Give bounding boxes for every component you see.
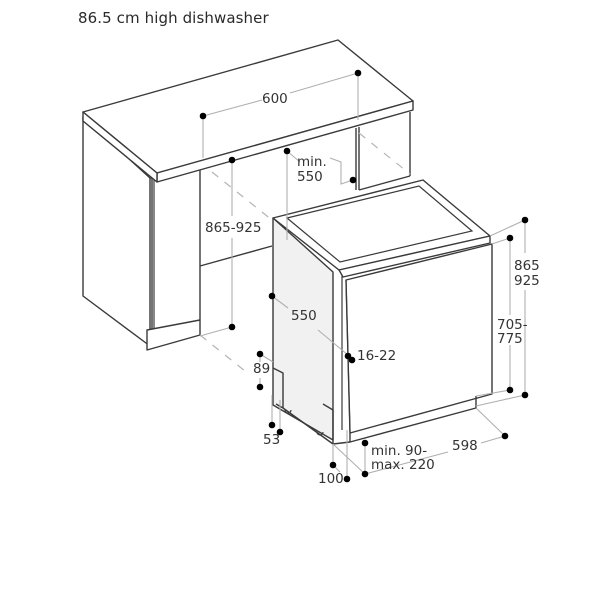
dimension-labels: 600 min. 550 865-925 865 925 705- 775 55… <box>205 91 540 487</box>
dimension-lines <box>199 72 526 479</box>
kitchen-cabinet <box>82 39 414 351</box>
label-plinth-height: 89 <box>253 361 270 377</box>
label-appliance-height-2: 925 <box>514 273 540 289</box>
label-plinth-depth-1: min. 90- <box>371 443 427 459</box>
label-cabinet-width: 600 <box>262 91 288 107</box>
label-appliance-depth: 550 <box>291 308 317 324</box>
label-door-height-2: 775 <box>497 331 523 347</box>
label-door-height-1: 705- <box>497 317 528 333</box>
label-plinth-setback: 100 <box>318 471 344 487</box>
label-niche-height: 865-925 <box>205 220 261 236</box>
hidden-lines <box>199 132 411 376</box>
label-appliance-height-1: 865 <box>514 258 540 274</box>
label-plinth-depth-2: max. 220 <box>371 457 435 473</box>
label-niche-depth-2: 550 <box>297 169 323 185</box>
label-foot-offset: 53 <box>263 432 280 448</box>
label-door-thickness: 16-22 <box>357 348 396 364</box>
diagram-title: 86.5 cm high dishwasher <box>78 9 269 27</box>
dishwasher <box>272 179 493 445</box>
dimension-points <box>199 69 529 483</box>
label-appliance-width: 598 <box>452 438 478 454</box>
label-niche-depth-1: min. <box>297 154 327 170</box>
